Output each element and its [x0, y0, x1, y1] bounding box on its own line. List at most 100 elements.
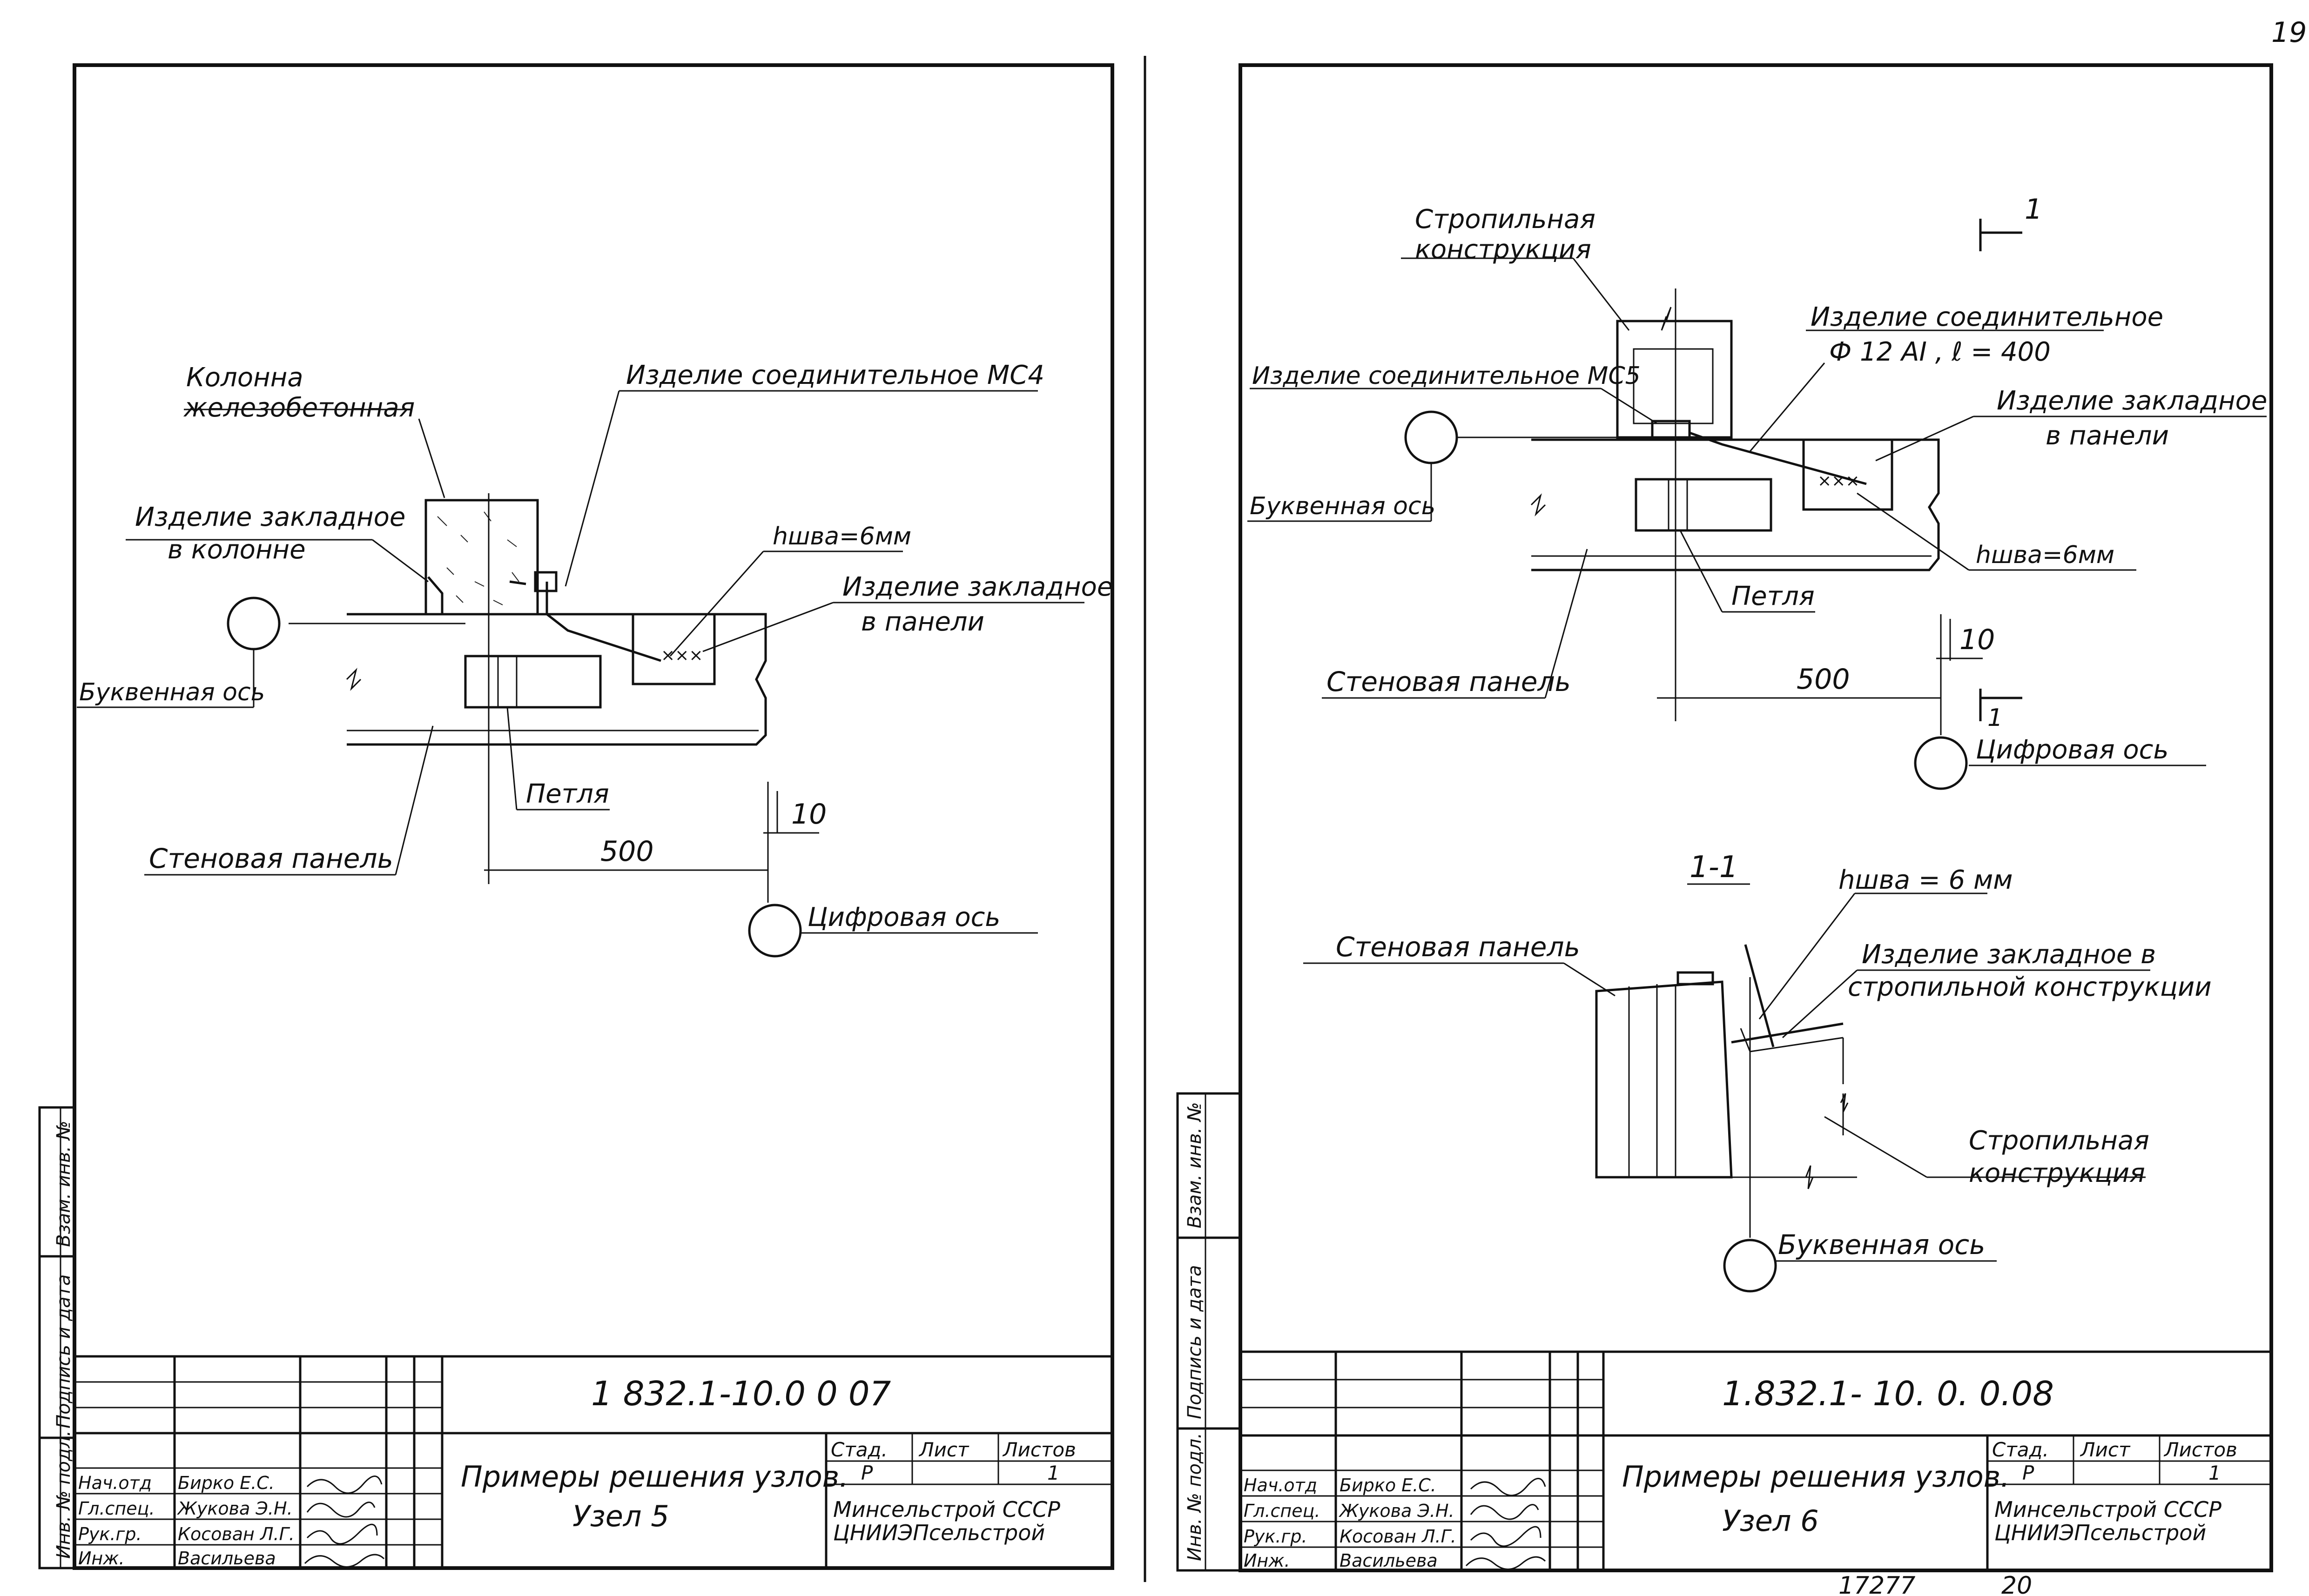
right-side-strip	[1176, 1092, 1242, 1572]
label-digit-axis-right: Цифровая ось	[1976, 735, 2168, 765]
signature	[1465, 1556, 1546, 1570]
left-name-1: Жукова Э.Н.	[177, 1498, 293, 1519]
left-role-1: Гл.спец.	[78, 1498, 155, 1519]
section-mark-bottom: 1	[1987, 704, 2003, 732]
right-name-3: Васильева	[1340, 1550, 1438, 1571]
right-title-1: Примеры решения узлов.	[1622, 1460, 2010, 1494]
right-role-1: Гл.спец.	[1244, 1501, 1320, 1521]
label-weld-left: hшва=6мм	[773, 523, 911, 550]
label-rafter4: конструкция	[1969, 1158, 2145, 1188]
label-wall-panel-section: Стеновая панель	[1336, 931, 1580, 963]
section-mark-top: 1	[2025, 193, 2042, 226]
right-name-0: Бирко Е.С.	[1340, 1475, 1436, 1495]
letter-axis-circle	[227, 597, 281, 650]
page-number: 19	[2271, 16, 2307, 49]
label-connector1-right: Изделие соединительное	[1811, 302, 2163, 332]
connector-mc4	[545, 582, 661, 662]
left-name-3: Васильева	[178, 1548, 276, 1569]
right-name-1: Жукова Э.Н.	[1339, 1501, 1454, 1521]
label-wall-panel-right: Стеновая панель	[1326, 666, 1571, 697]
left-stamp-sheets-h: Листов	[1002, 1438, 1076, 1461]
section-1-1: 1-1 hшва = 6 мм	[1303, 850, 2212, 1293]
signature	[1470, 1504, 1539, 1520]
label-embed-panel1-left: Изделие закладное	[842, 572, 1113, 602]
letter-axis-circle-right	[1404, 410, 1458, 464]
loop	[464, 655, 602, 709]
digit-axis-circle	[748, 904, 802, 958]
label-weld-right: hшва=6мм	[1976, 541, 2114, 569]
label-connector2-right: Ф 12 АI , ℓ = 400	[1829, 337, 2051, 367]
right-sheet: Инв. № подл. Подпись и дата Взам. инв. №…	[1176, 63, 2273, 1572]
side-strip-inv: Инв. № подл.	[53, 1430, 74, 1559]
label-connector-mc5: Изделие соединительное МС5	[1252, 362, 1641, 390]
label-column2: железобетонная	[183, 393, 415, 423]
label-column: Колонна	[186, 362, 303, 393]
right-role-3: Инж.	[1244, 1550, 1290, 1571]
left-sheet: Инв. № подл. Подпись и дата Взам. инв. №…	[38, 63, 1114, 1570]
label-embed-col2: в колонне	[168, 535, 306, 565]
right-name-2: Косован Л.Г.	[1340, 1526, 1456, 1547]
section-marker-top	[1979, 219, 2022, 251]
side-strip-replace: Взам. инв. №	[53, 1120, 74, 1247]
left-role-2: Рук.гр.	[78, 1524, 142, 1544]
right-side-strip-sign: Подпись и дата	[1184, 1265, 1205, 1419]
label-letter-axis-section: Буквенная ось	[1778, 1229, 1985, 1261]
left-title-2: Узел 5	[572, 1499, 669, 1533]
label-embed-panel1-right: Изделие закладное	[1997, 386, 2267, 416]
right-code: 1.832.1- 10. 0. 0.08	[1722, 1374, 2054, 1413]
right-side-strip-replace: Взам. инв. №	[1184, 1102, 1205, 1228]
right-role-0: Нач.отд	[1244, 1475, 1317, 1495]
digit-axis-circle-right	[1914, 736, 1968, 790]
dim-10-left: 10	[791, 798, 827, 831]
right-stamp-sheet-h: Лист	[2080, 1438, 2131, 1461]
left-name-0: Бирко Е.С.	[178, 1473, 275, 1493]
left-title-1: Примеры решения узлов.	[461, 1460, 848, 1494]
left-side-strip	[38, 1106, 76, 1569]
label-letter-axis-left: Буквенная ось	[79, 678, 265, 706]
right-stamp-sheets: 1	[2208, 1462, 2221, 1484]
wall-panel-right	[1531, 438, 1940, 571]
label-rafter3: Стропильная	[1969, 1126, 2149, 1156]
label-embed-col1: Изделие закладное	[135, 502, 405, 532]
label-connector-mc4: Изделие соединительное МС4	[626, 360, 1044, 390]
left-stamp-org2: ЦНИИЭПсельстрой	[833, 1520, 1045, 1545]
right-frame	[1239, 63, 2273, 1572]
right-title-block: 1.832.1- 10. 0. 0.08 Примеры решения узл…	[1239, 1350, 2273, 1572]
dim-10-right: 10	[1959, 624, 1995, 656]
label-loop-right: Петля	[1731, 581, 1815, 611]
right-stamp-stage-h: Стад.	[1992, 1438, 2049, 1461]
label-wall-panel-left: Стеновая панель	[149, 843, 393, 874]
signature	[1470, 1526, 1542, 1547]
left-stamp-org1: Минсельстрой СССР	[833, 1497, 1060, 1522]
embedded-plate-panel-right	[1802, 438, 1893, 511]
label-embed-rafter1: Изделие закладное в	[1862, 939, 2156, 970]
side-strip-sign: Подпись и дата	[53, 1274, 74, 1428]
connector-12ai	[1689, 431, 1867, 485]
signature	[306, 1475, 383, 1494]
left-stamp-sheet-h: Лист	[918, 1438, 969, 1461]
dim-500-left: 500	[600, 835, 654, 868]
letter-axis-circle-section	[1723, 1239, 1777, 1293]
left-stamp-stage-h: Стад.	[831, 1438, 888, 1461]
loop-right	[1635, 478, 1772, 532]
label-embed-panel2-left: в панели	[861, 607, 984, 637]
right-stamp-org1: Минсельстрой СССР	[1994, 1497, 2221, 1522]
label-embed-panel2-right: в панели	[2046, 421, 2169, 451]
label-rafter1: Стропильная	[1415, 204, 1595, 235]
wall-panel-section	[1595, 980, 1733, 1179]
right-title-2: Узел 6	[1722, 1504, 1819, 1538]
dim-500-right: 500	[1797, 663, 1850, 696]
label-digit-axis-left: Цифровая ось	[808, 902, 1000, 932]
signature	[1470, 1478, 1546, 1496]
label-loop-left: Петля	[526, 779, 609, 809]
signature	[306, 1523, 378, 1545]
footer-num1: 17277	[1838, 1572, 1915, 1596]
label-weld-section: hшва = 6 мм	[1838, 865, 2013, 895]
left-name-2: Косован Л.Г.	[178, 1524, 295, 1544]
label-embed-rafter2: стропильной конструкции	[1848, 972, 2212, 1002]
right-role-2: Рук.гр.	[1244, 1526, 1307, 1547]
signature	[306, 1502, 376, 1518]
left-frame	[73, 63, 1114, 1570]
left-title-block: 1 832.1-10.0 0 07 Примеры решения узлов.…	[73, 1355, 1114, 1569]
